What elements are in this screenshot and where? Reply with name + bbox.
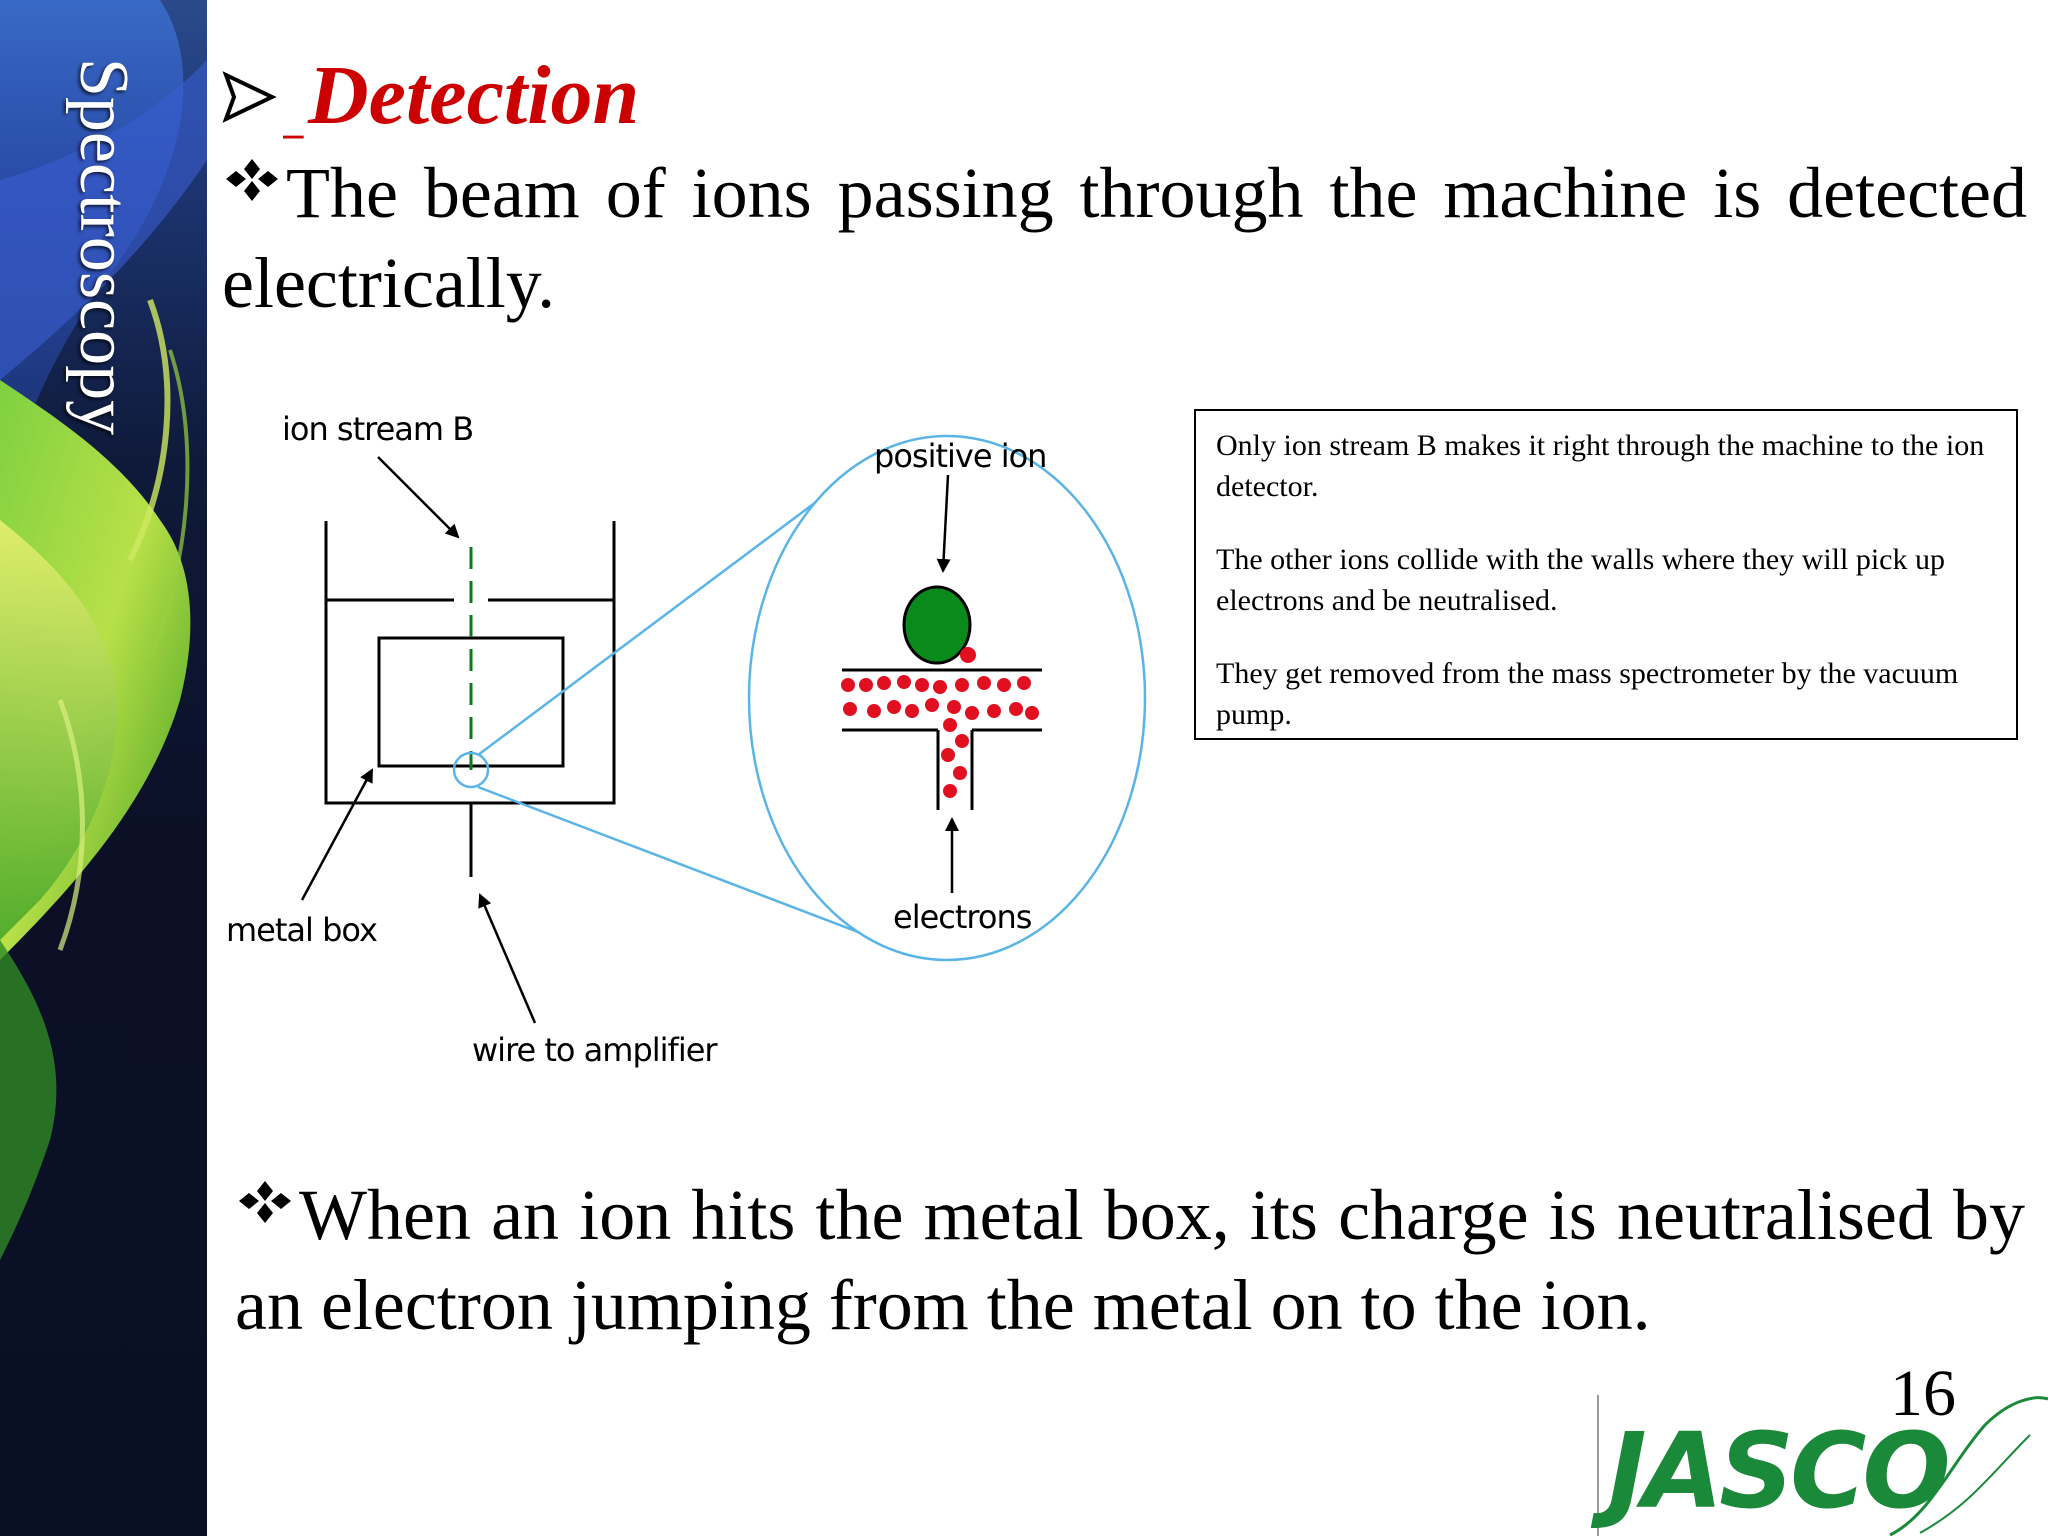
bullet-text-1: The beam of ions passing through the mac…: [222, 153, 2027, 323]
label-wire: wire to amplifier: [472, 1031, 718, 1069]
logo-text: JASCO: [1590, 1410, 1947, 1532]
magnified-view-circle: [747, 434, 1147, 962]
info-paragraph-3: They get removed from the mass spectrome…: [1216, 657, 1959, 731]
sidebar-title: Spectroscopy: [65, 58, 142, 436]
jasco-logo: JASCO: [1590, 1395, 2048, 1536]
magnified-detail: [841, 585, 1042, 810]
arrow-bullet-icon: [222, 71, 277, 123]
magnify-spot: [452, 751, 490, 789]
label-metal-box: metal box: [226, 911, 377, 949]
label-electrons: electrons: [893, 898, 1032, 936]
detector-diagram: ion stream B metal box wire to amplifier…: [226, 410, 1147, 1069]
electron-dots: [841, 647, 1039, 798]
label-positive-ion: positive ion: [874, 437, 1046, 475]
arrow-ion-stream: [377, 456, 460, 539]
diamond-bullet-icon: [239, 1181, 291, 1223]
sidebar: Spectroscopy: [0, 0, 207, 1536]
slide-heading: Detection: [222, 52, 639, 142]
positive-ion-sphere: [902, 585, 972, 665]
arrow-positive-ion: [936, 474, 951, 573]
page-number: 16: [1890, 1357, 1956, 1430]
heading-title: Detection: [286, 54, 639, 140]
magnify-line-top: [477, 485, 837, 757]
label-ion-stream: ion stream B: [282, 410, 473, 448]
bullet-paragraph-2: When an ion hits the metal box, its char…: [235, 1170, 2025, 1350]
arrow-metal-box: [300, 768, 374, 901]
info-box: Only ion stream B makes it right through…: [1194, 409, 2018, 740]
diamond-bullet-icon: [226, 159, 278, 201]
bullet-paragraph-1: The beam of ions passing through the mac…: [222, 148, 2027, 328]
bullet-text-2: When an ion hits the metal box, its char…: [235, 1175, 2025, 1345]
arrow-wire: [478, 893, 537, 1024]
sidebar-swoosh-graphic: [0, 0, 207, 1260]
info-paragraph-1: Only ion stream B makes it right through…: [1216, 429, 1985, 503]
magnify-line-bottom: [477, 785, 901, 950]
info-paragraph-2: The other ions collide with the walls wh…: [1216, 543, 1945, 617]
